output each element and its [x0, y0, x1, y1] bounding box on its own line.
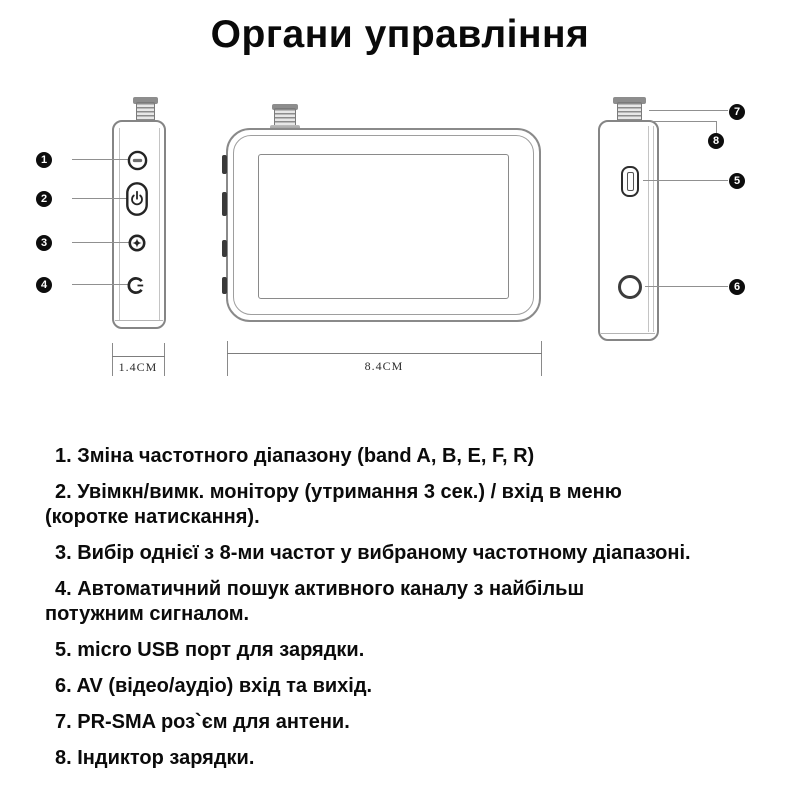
device-right-body: [598, 120, 659, 341]
sma-antenna-threads: [617, 102, 642, 122]
side-button-tab: [222, 155, 227, 174]
callout-line-4: [72, 284, 129, 285]
device-screen: [258, 154, 509, 299]
callout-badge-4: 4: [36, 277, 52, 293]
side-button-tab: [222, 240, 227, 257]
body-bottom-line: [601, 333, 655, 334]
legend-item-7: 7. PR-SMA роз`єм для антени.: [55, 711, 350, 733]
channel-button-icon: [128, 234, 146, 257]
callout-badge-6: 6: [729, 279, 745, 295]
legend-item-6: 6. AV (відео/аудіо) вхід та вихід.: [55, 675, 373, 697]
legend-item-5: 5. micro USB порт для зарядки.: [55, 639, 365, 661]
legend-item-8: 8. Індиктор зарядки.: [55, 747, 255, 769]
body-edge-line: [119, 128, 120, 320]
dim-line: [112, 356, 165, 357]
callout-line-1: [72, 159, 129, 160]
sma-antenna-threads: [136, 102, 155, 122]
callout-line-7: [649, 110, 728, 111]
callout-badge-7: 7: [729, 104, 745, 120]
callout-badge-3: 3: [36, 235, 52, 251]
body-edge-line: [159, 128, 160, 320]
micro-usb-port-icon: [621, 166, 639, 197]
power-button-icon: [126, 182, 148, 221]
callout-badge-8: 8: [708, 133, 724, 149]
band-button-icon: [127, 150, 148, 176]
page-title: Органи управління: [210, 13, 590, 56]
micro-usb-inner: [627, 172, 634, 191]
dim-label-side-width: 1.4CM: [118, 360, 158, 374]
dim-line: [227, 353, 542, 354]
callout-badge-1: 1: [36, 152, 52, 168]
legend-item-3: 3. Вибір однієї з 8-ми частот у вибраном…: [55, 542, 691, 564]
side-button-tab: [222, 192, 227, 216]
dim-tick: [112, 343, 113, 376]
sma-antenna-connector-icon: [133, 97, 158, 104]
legend-list: 1. Зміна частотного діапазону (band A, B…: [45, 444, 761, 782]
callout-line-8: [651, 121, 717, 122]
callout-badge-5: 5: [729, 173, 745, 189]
legend-item-2: 2. Увімкн/вимк. монітору (утримання 3 се…: [45, 481, 622, 528]
av-jack-icon: [618, 275, 642, 299]
sma-antenna-connector-icon: [613, 97, 646, 104]
search-button-icon: [127, 276, 146, 300]
device-front-body-inner: [233, 135, 534, 315]
callout-line-3: [72, 242, 129, 243]
legend-item-4: 4. Автоматичний пошук активного каналу з…: [45, 578, 585, 625]
dim-tick: [164, 343, 165, 376]
callout-line-6: [645, 286, 728, 287]
body-bottom-line: [115, 320, 163, 321]
dim-tick: [227, 341, 228, 376]
side-button-tab: [222, 277, 227, 294]
callout-line-5: [643, 180, 728, 181]
callout-line-8-drop: [716, 121, 717, 133]
dim-tick: [541, 341, 542, 376]
callout-badge-2: 2: [36, 191, 52, 207]
body-edge-line: [648, 126, 649, 332]
dim-label-front-width: 8.4CM: [364, 359, 404, 373]
callout-line-2: [72, 198, 129, 199]
body-edge-line: [653, 126, 654, 332]
sma-antenna-connector-icon: [272, 104, 298, 110]
legend-item-1: 1. Зміна частотного діапазону (band A, B…: [55, 445, 535, 467]
